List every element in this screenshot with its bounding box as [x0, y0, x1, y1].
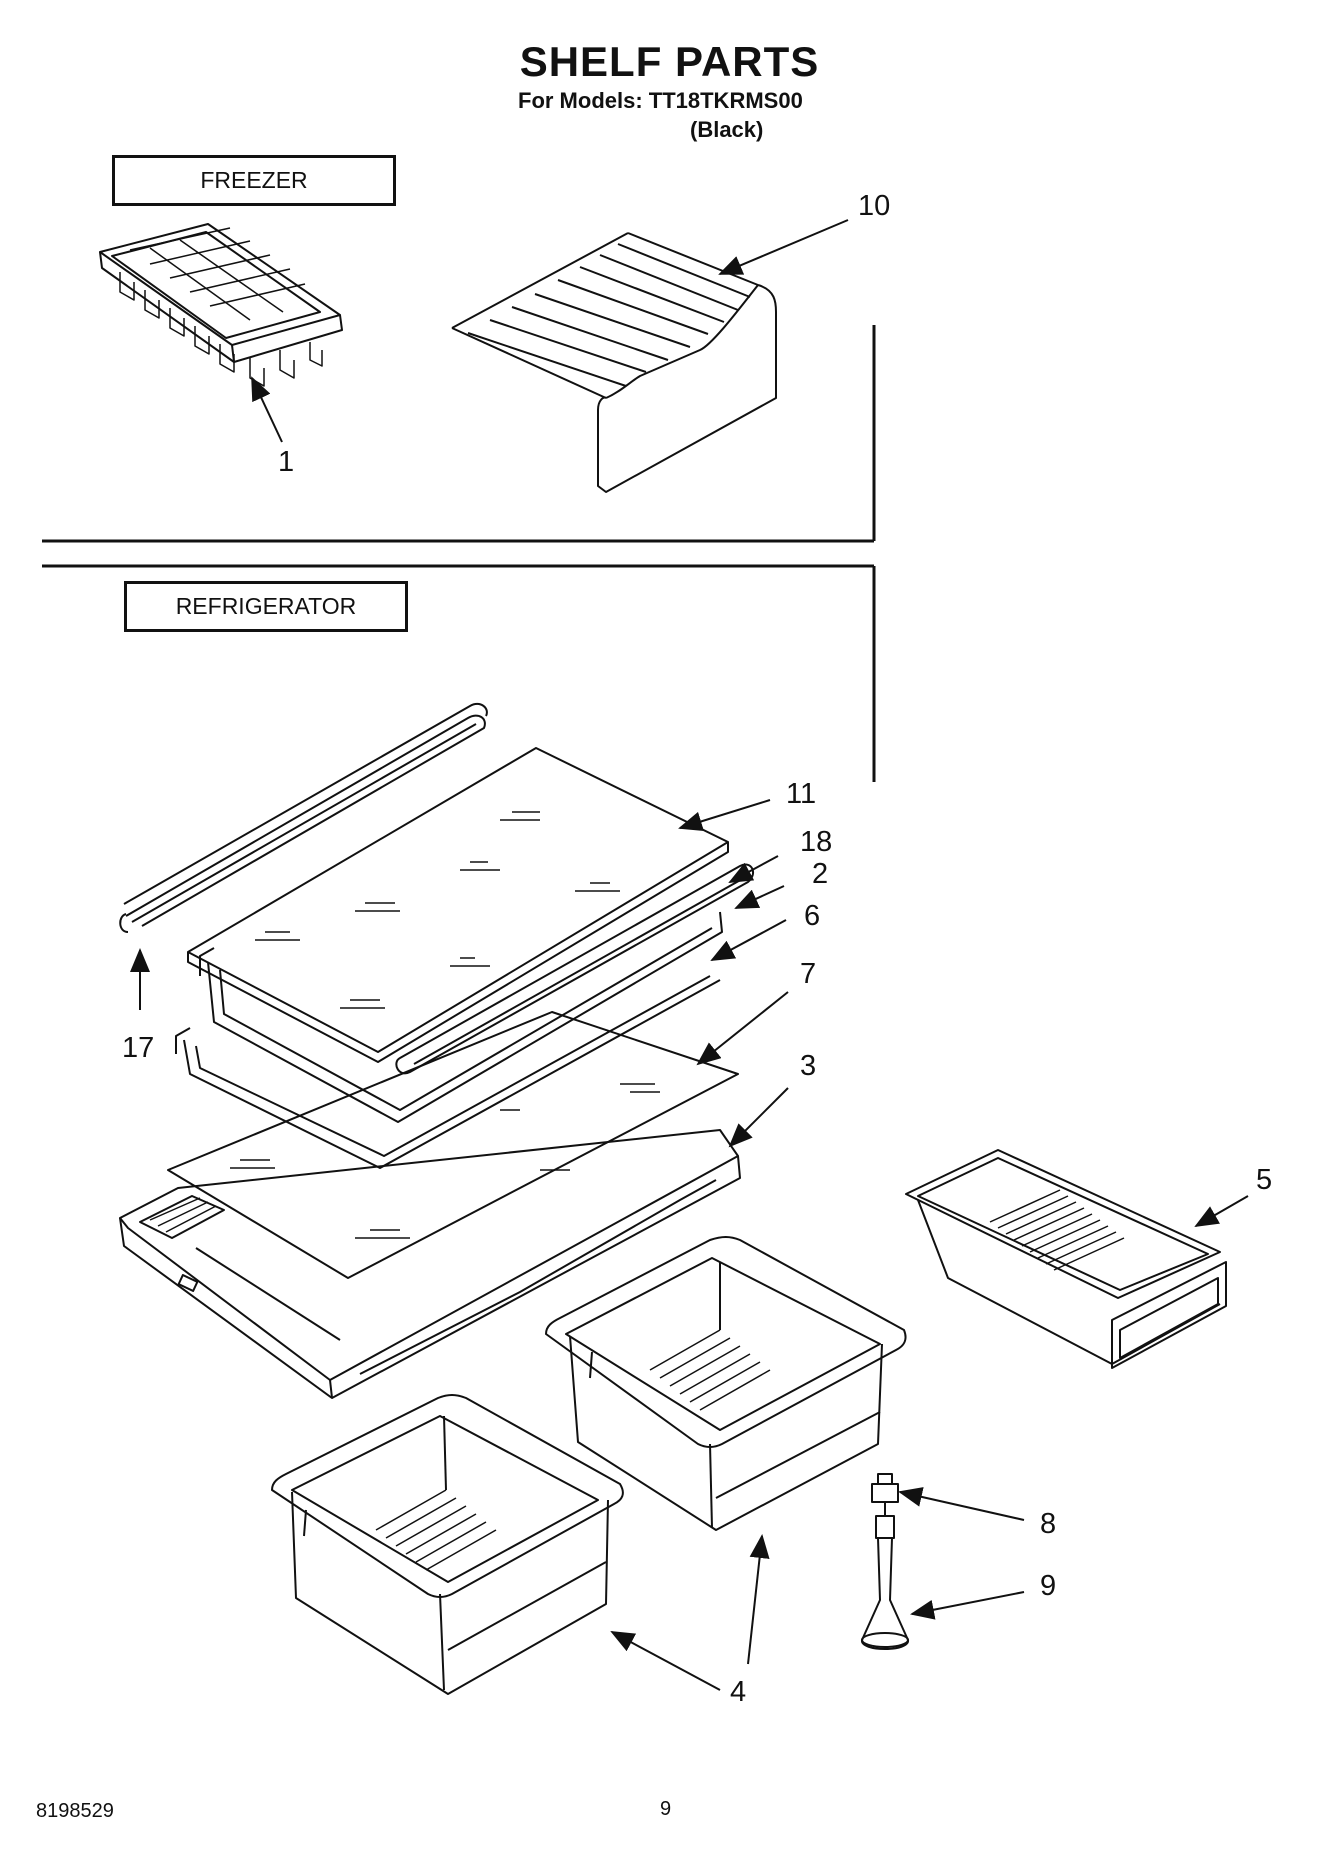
leader-4a — [610, 1631, 721, 1691]
callout-6: 6 — [804, 900, 821, 932]
shelf-front-trim-part — [119, 702, 488, 933]
leader-1 — [251, 376, 283, 443]
page-title: SHELF PARTS — [519, 38, 820, 85]
glass-shelf-part — [187, 747, 729, 1063]
adjuster-leg-part — [861, 1515, 909, 1650]
refrigerator-section-label: REFRIGERATOR — [124, 581, 408, 632]
callout-3: 3 — [800, 1050, 817, 1082]
callout-4: 4 — [730, 1676, 747, 1708]
leader-9 — [910, 1591, 1025, 1620]
callout-8: 8 — [1040, 1508, 1057, 1540]
crisper-drawer-right-part — [545, 1236, 907, 1531]
callout-11: 11 — [786, 778, 817, 810]
document-number: 8198529 — [36, 1800, 114, 1822]
leader-6 — [710, 919, 787, 961]
leader-3 — [728, 1087, 789, 1148]
callout-9: 9 — [1040, 1570, 1057, 1602]
ice-cube-tray-part — [99, 223, 343, 387]
meat-pan-part — [905, 1149, 1227, 1369]
shelf-frame-part — [199, 911, 723, 1123]
callout-1: 1 — [278, 446, 295, 478]
freezer-wire-shelf-part — [451, 232, 777, 493]
freezer-section-frame — [42, 325, 876, 543]
crisper-cover-part — [119, 1129, 741, 1399]
callout-10: 10 — [858, 190, 891, 222]
callout-7: 7 — [800, 958, 817, 990]
crisper-drawer-left-part — [271, 1394, 624, 1695]
callout-18: 18 — [800, 826, 833, 858]
freezer-section-label: FREEZER — [112, 155, 396, 206]
shelf-support-frame-part — [175, 975, 721, 1169]
page-number: 9 — [660, 1798, 672, 1820]
callout-2: 2 — [812, 858, 829, 890]
refrigerator-section-frame — [42, 564, 876, 782]
models-line: For Models: TT18TKRMS00 — [518, 88, 803, 113]
leader-10 — [718, 219, 849, 275]
adjuster-cap-part — [871, 1473, 899, 1516]
leader-2 — [734, 885, 785, 909]
leader-11 — [678, 799, 771, 832]
leader-5 — [1194, 1195, 1249, 1227]
callout-17: 17 — [122, 1032, 155, 1064]
leader-8 — [898, 1487, 1025, 1521]
lower-glass-shelf-part — [167, 1011, 739, 1279]
leader-7 — [696, 991, 789, 1066]
callout-5: 5 — [1256, 1164, 1273, 1196]
leader-4b — [747, 1534, 770, 1665]
leader-18 — [728, 855, 779, 883]
color-line: (Black) — [690, 117, 764, 142]
shelf-rear-trim-part — [395, 863, 755, 1075]
